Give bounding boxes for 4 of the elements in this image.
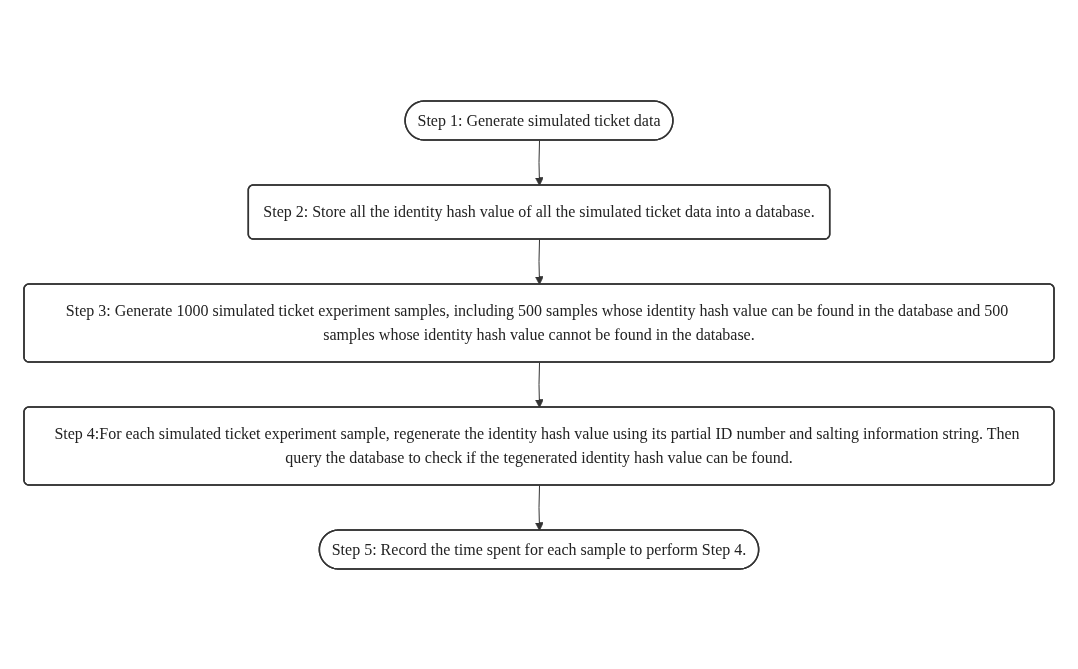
- arrow: [534, 238, 544, 285]
- arrow: [534, 484, 544, 531]
- arrow: [534, 139, 544, 186]
- arrow: [534, 361, 544, 408]
